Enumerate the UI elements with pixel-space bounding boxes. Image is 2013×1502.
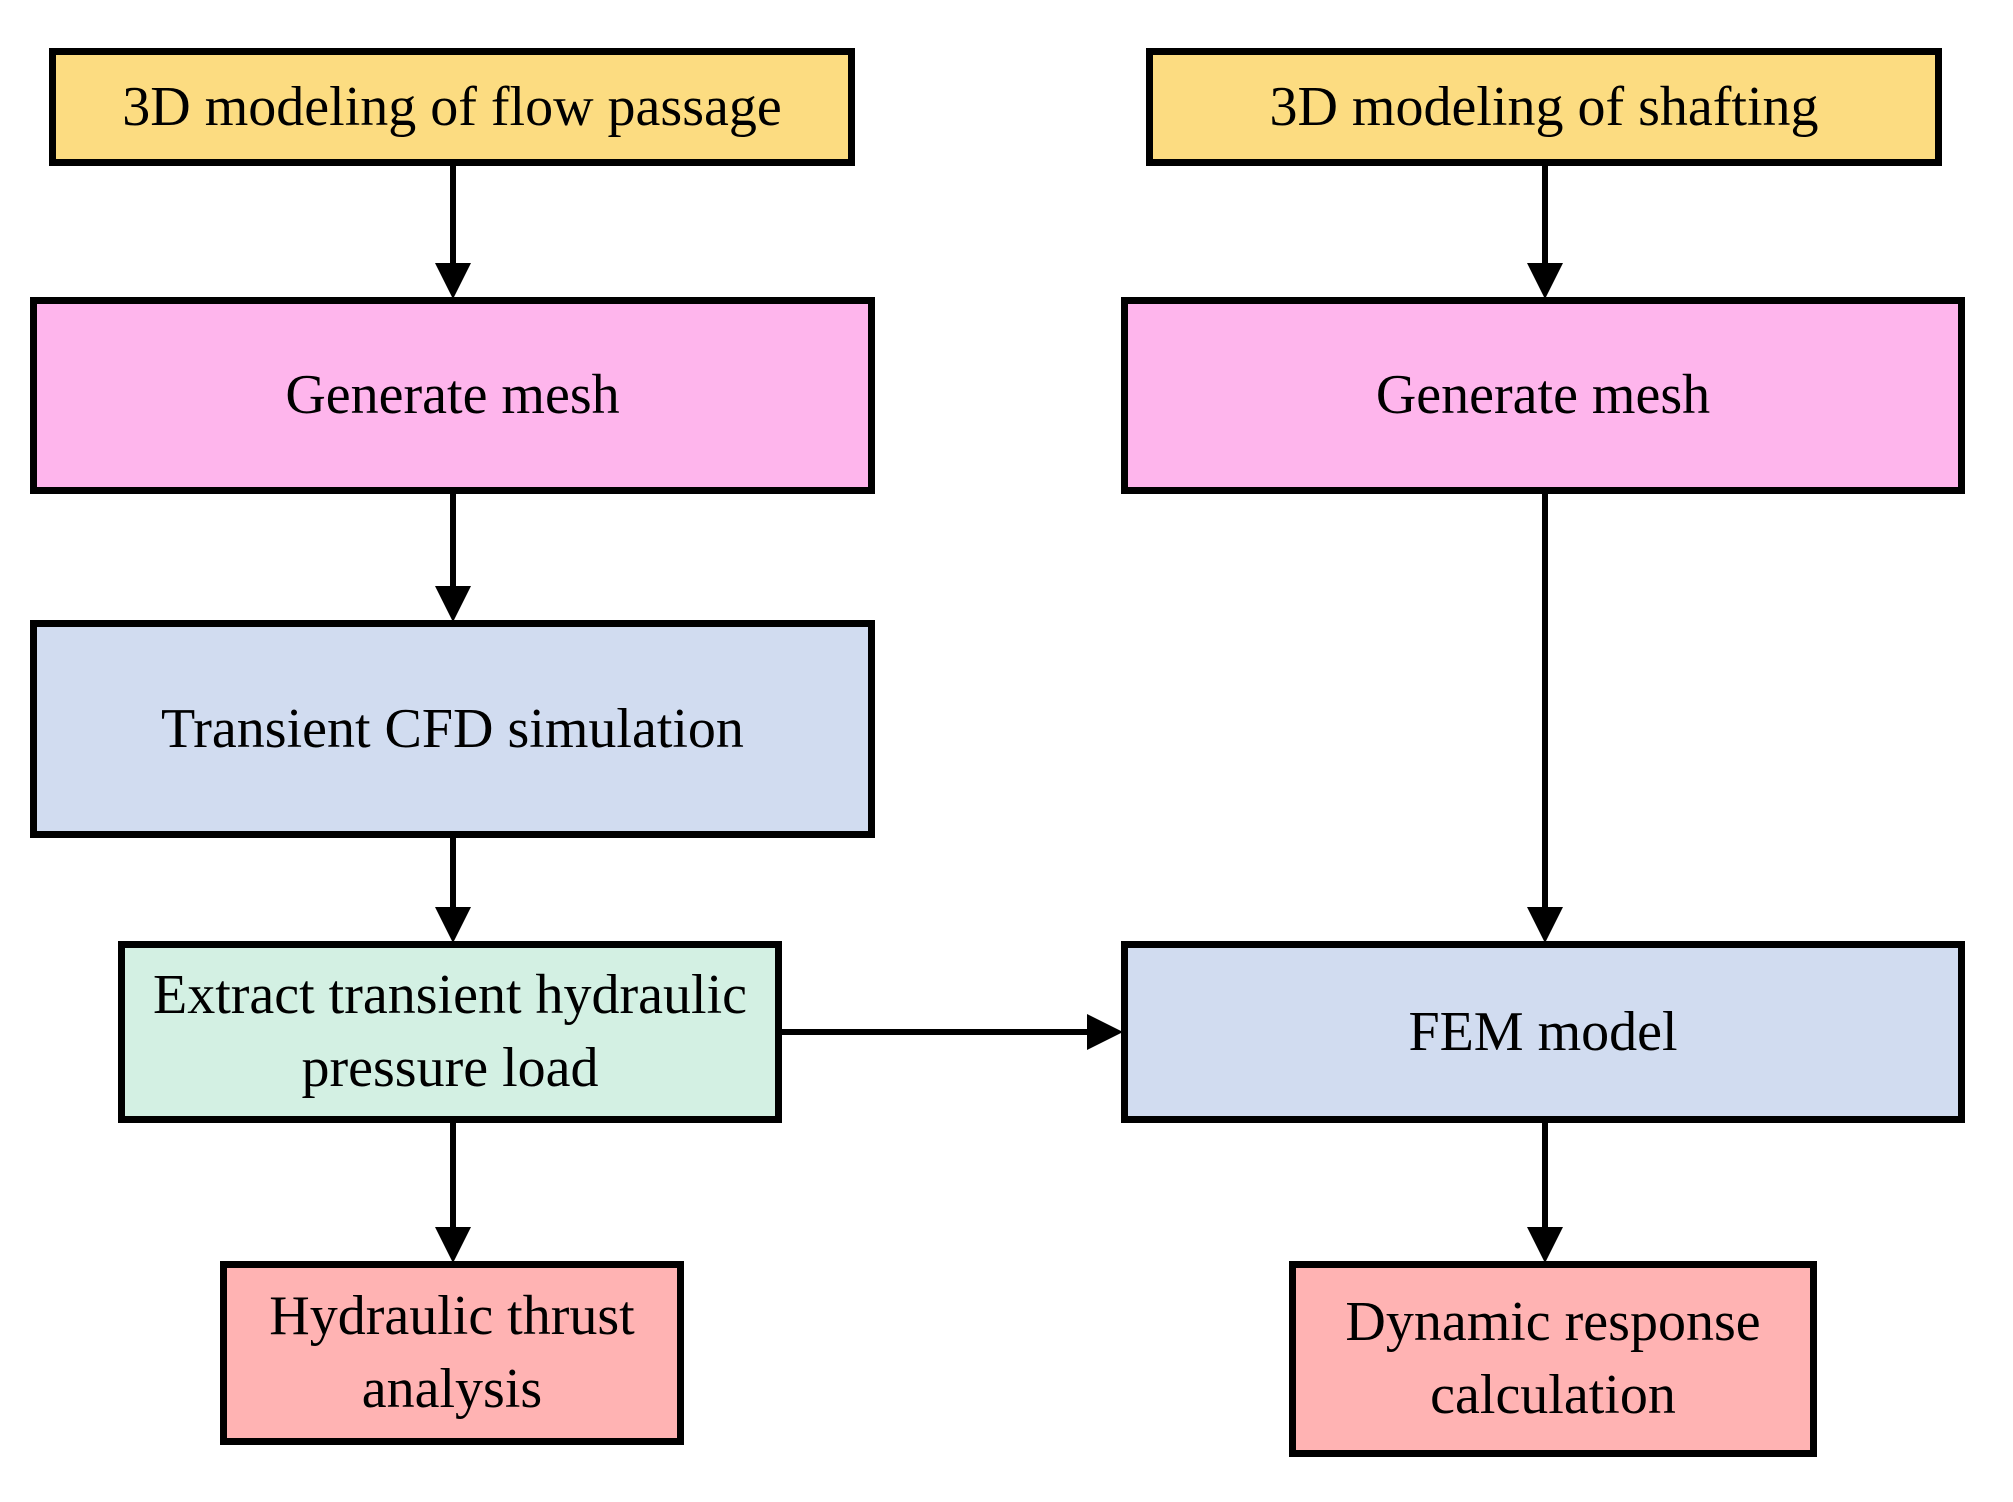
node-label: Generate mesh [285,364,620,427]
node-label: FEM model [1408,1000,1678,1063]
node-generate-mesh-flow: Generate mesh [30,297,875,494]
node-label: 3D modeling of flow passage [122,75,782,138]
node-label: Generate mesh [1375,364,1711,427]
node-hydraulic-thrust-analysis: Hydraulic thrust analysis [220,1261,684,1445]
node-label: 3D modeling of shafting [1269,75,1819,138]
node-label: Hydraulic thrust analysis [269,1285,635,1420]
node-label: Dynamic response calculation [1345,1291,1761,1426]
node-fem-model: FEM model [1121,941,1965,1123]
node-3d-modeling-of-shafting: 3D modeling of shafting [1146,48,1942,166]
node-label: Transient CFD simulation [161,697,744,760]
node-extract-transient-hydraulic-pressure-load: Extract transient hydraulic pressure loa… [118,941,782,1123]
node-transient-cfd-simulation: Transient CFD simulation [30,620,875,838]
node-dynamic-response-calculation: Dynamic response calculation [1289,1261,1817,1457]
node-3d-modeling-of-flow-passage: 3D modeling of flow passage [49,48,855,166]
node-label: Extract transient hydraulic pressure loa… [153,964,747,1099]
node-generate-mesh-shafting: Generate mesh [1121,297,1965,494]
